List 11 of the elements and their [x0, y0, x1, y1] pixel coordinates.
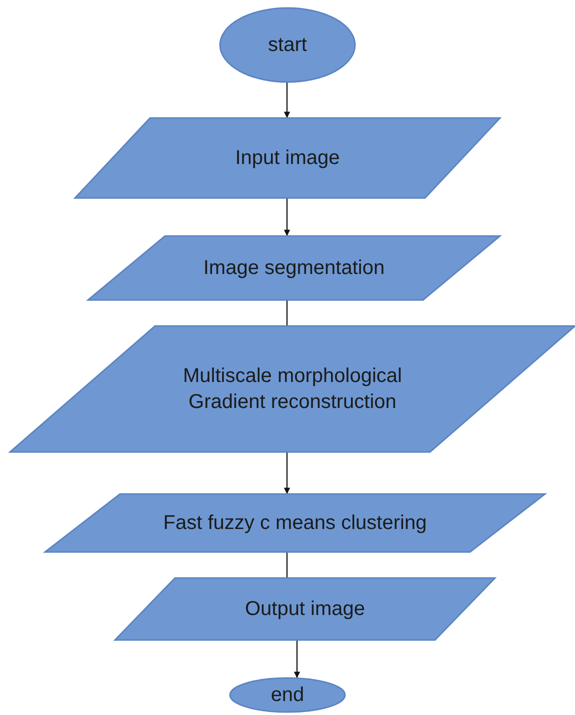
arrow [284, 452, 290, 494]
node-label: Output image [244, 597, 366, 622]
node-label: end [270, 683, 304, 708]
node-label: Input image [235, 146, 340, 171]
arrow [284, 198, 290, 236]
node-label: start [268, 33, 307, 58]
node-label: Image segmentation [203, 256, 385, 281]
arrow [284, 82, 290, 118]
node-label: Multiscale morphological Gradient reconstruction [182, 364, 403, 415]
node-label: Fast fuzzy c means clustering [163, 511, 427, 536]
arrow [294, 640, 300, 678]
